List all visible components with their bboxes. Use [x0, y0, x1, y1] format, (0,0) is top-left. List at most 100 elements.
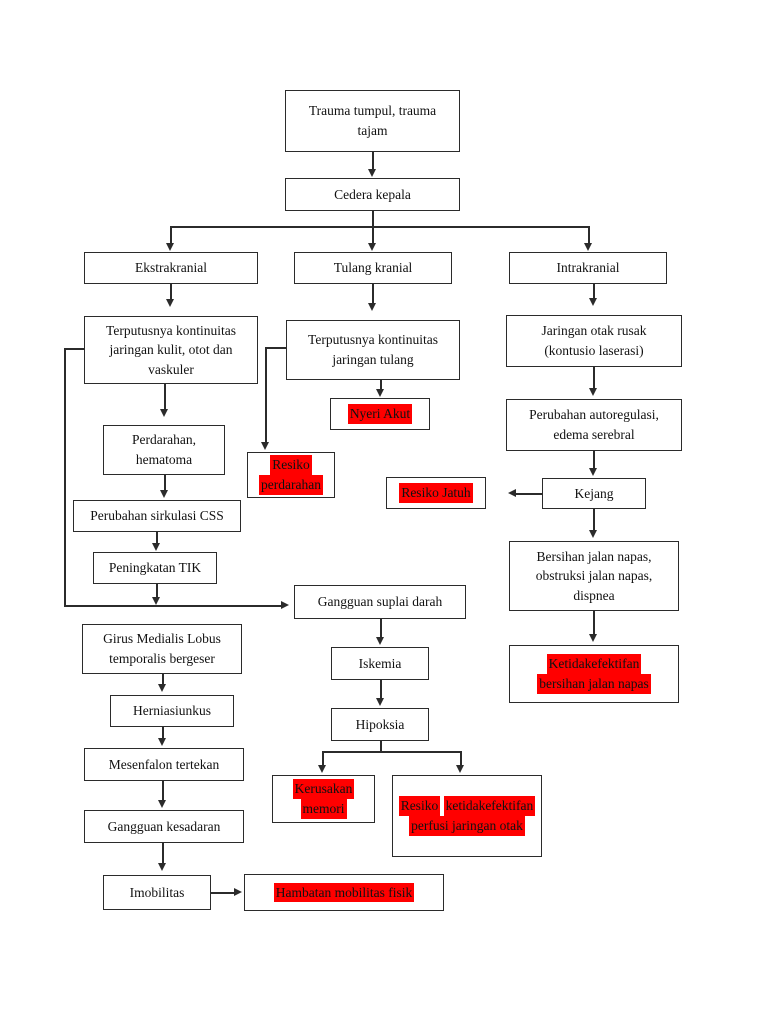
arrowhead-down-icon: [589, 468, 597, 476]
node-text-line: temporalis bergeser: [109, 651, 215, 666]
node-text-line: Resiko: [398, 796, 441, 816]
arrowhead-down-icon: [158, 684, 166, 692]
node-text-line: Perubahan autoregulasi,: [529, 407, 659, 423]
arrowhead-left-icon: [508, 489, 516, 497]
node-girus-medialis: Girus Medialis Lobus temporalis bergeser: [82, 624, 242, 674]
connector-kejang-to-resiko-jatuh: [516, 493, 543, 495]
node-text-line: Gangguan suplai darah: [317, 594, 443, 610]
node-text-line: Hambatan mobilitas fisik: [273, 882, 415, 903]
arrowhead-down-icon: [158, 863, 166, 871]
connector-branch-intrakranial: [588, 226, 590, 244]
connector-gangguan-to-iskemia: [380, 619, 382, 637]
arrowhead-down-icon: [160, 409, 168, 417]
node-terputus-tulang: Terputusnya kontinuitas jaringan tulang: [286, 320, 460, 380]
connector-terputus-tulang-to-nyeri: [380, 380, 382, 390]
arrowhead-down-icon: [584, 243, 592, 251]
node-text-line: Kejang: [574, 485, 614, 501]
connector-intrakranial-to-jaringan-otak: [593, 284, 595, 299]
node-text-line: Terputusnya kontinuitas: [308, 332, 438, 348]
connector-tulang-to-resiko-perdarahan-h: [265, 347, 287, 349]
node-text-line: Gangguan kesadaran: [107, 818, 221, 834]
node-text-line: bersihan jalan napas: [537, 674, 651, 694]
node-ekstrakranial: Ekstrakranial: [84, 252, 258, 284]
node-text-line: Imobilitas: [129, 884, 185, 900]
node-mesenfalon-tertekan: Mesenfalon tertekan: [84, 748, 244, 781]
node-nyeri-akut: Nyeri Akut: [330, 398, 430, 430]
connector-left-rail-to-gangguan: [64, 605, 282, 607]
node-text-line: obstruksi jalan napas,: [535, 568, 653, 584]
connector-bersihan-to-ketidakefektifan: [593, 611, 595, 635]
node-text-line: Bersihan jalan napas,: [536, 548, 652, 564]
node-perdarahan-hematoma: Perdarahan, hematoma: [103, 425, 225, 475]
arrowhead-down-icon: [376, 389, 384, 397]
node-text-line: Hipoksia: [355, 716, 405, 732]
arrowhead-down-icon: [261, 442, 269, 450]
node-gangguan-suplai-darah: Gangguan suplai darah: [294, 585, 466, 619]
node-text-line: Perdarahan,: [131, 432, 197, 448]
node-text-line: (kontusio laserasi): [544, 343, 644, 358]
arrowhead-down-icon: [589, 298, 597, 306]
connector-imobilitas-to-hambatan: [211, 892, 235, 894]
connector-girus-to-herniasi: [162, 674, 164, 685]
node-text-line: Nyeri Akut: [347, 404, 413, 424]
connector-perdarahan-to-sirkulasi: [164, 475, 166, 491]
connector-iskemia-to-hipoksia: [380, 680, 382, 699]
arrowhead-down-icon: [158, 738, 166, 746]
node-text-line: Ekstrakranial: [135, 260, 207, 276]
connector-branch-tulang-kranial: [372, 226, 374, 244]
node-perubahan-autoregulasi: Perubahan autoregulasi, edema serebral: [506, 399, 682, 451]
arrowhead-right-icon: [281, 601, 289, 609]
arrowhead-down-icon: [376, 637, 384, 645]
connector-trauma-to-cedera: [372, 152, 374, 170]
arrowhead-down-icon: [589, 634, 597, 642]
node-text-line: Herniasiunkus: [133, 703, 211, 719]
connector-sirkulasi-to-tik: [156, 532, 158, 544]
arrowhead-down-icon: [368, 303, 376, 311]
node-hipoksia: Hipoksia: [331, 708, 429, 741]
node-text-line: Kerusakan: [292, 779, 355, 799]
node-herniasiunkus: Herniasiunkus: [110, 695, 234, 727]
node-text-line: Resiko Jatuh: [399, 483, 473, 503]
connector-terputus-kulit-left-stub: [64, 348, 85, 350]
node-tulang-kranial: Tulang kranial: [294, 252, 452, 284]
connector-tik-to-bus: [156, 584, 158, 598]
arrowhead-down-icon: [166, 243, 174, 251]
arrowhead-down-icon: [376, 698, 384, 706]
connector-tulang-to-resiko-perdarahan-v: [265, 347, 267, 443]
arrowhead-down-icon: [368, 243, 376, 251]
node-resiko-perfusi: Resiko ketidakefektifan perfusi jaringan…: [392, 775, 542, 857]
node-imobilitas: Imobilitas: [103, 875, 211, 910]
arrowhead-right-icon: [234, 888, 242, 896]
arrowhead-down-icon: [152, 597, 160, 605]
connector-herniasi-to-mesenfalon: [162, 727, 164, 739]
connector-autoregulasi-to-kejang: [593, 451, 595, 469]
connector-ekstrakranial-to-terputus-kulit: [170, 284, 172, 300]
node-text-line: Peningkatan TIK: [108, 560, 202, 576]
node-iskemia: Iskemia: [331, 647, 429, 680]
connector-tulang-kranial-to-terputus-tulang: [372, 284, 374, 304]
node-text-line: Intrakranial: [556, 260, 620, 276]
connector-left-rail-vertical: [64, 348, 66, 606]
node-resiko-jatuh: Resiko Jatuh: [386, 477, 486, 509]
connector-hipoksia-split-bus: [322, 751, 461, 753]
node-text-line: edema serebral: [553, 427, 635, 442]
node-text-line: Ketidakefektifan: [546, 654, 642, 674]
connector-hipoksia-branch-perfusi: [460, 751, 462, 766]
connector-kesadaran-to-imobilitas: [162, 843, 164, 864]
connector-mesenfalon-to-kesadaran: [162, 781, 164, 801]
connector-jaringan-otak-to-autoregulasi: [593, 367, 595, 389]
arrowhead-down-icon: [589, 388, 597, 396]
node-text-line: jaringan kulit, otot dan: [109, 342, 233, 358]
node-bersihan-jalan-napas: Bersihan jalan napas, obstruksi jalan na…: [509, 541, 679, 611]
node-text-line: Jaringan otak rusak: [541, 323, 647, 339]
node-text-line: Iskemia: [358, 655, 402, 671]
node-text-line: ketidakefektifan: [443, 796, 536, 816]
node-text-line: Perubahan sirkulasi CSS: [90, 508, 224, 524]
node-text-line: vaskuler: [148, 361, 194, 377]
connector-split-bus: [170, 226, 589, 228]
node-text-line: Cedera kepala: [334, 186, 411, 202]
node-trauma: Trauma tumpul, trauma tajam: [285, 90, 460, 152]
arrowhead-down-icon: [160, 490, 168, 498]
node-text-line: Trauma tumpul, trauma: [308, 103, 437, 119]
